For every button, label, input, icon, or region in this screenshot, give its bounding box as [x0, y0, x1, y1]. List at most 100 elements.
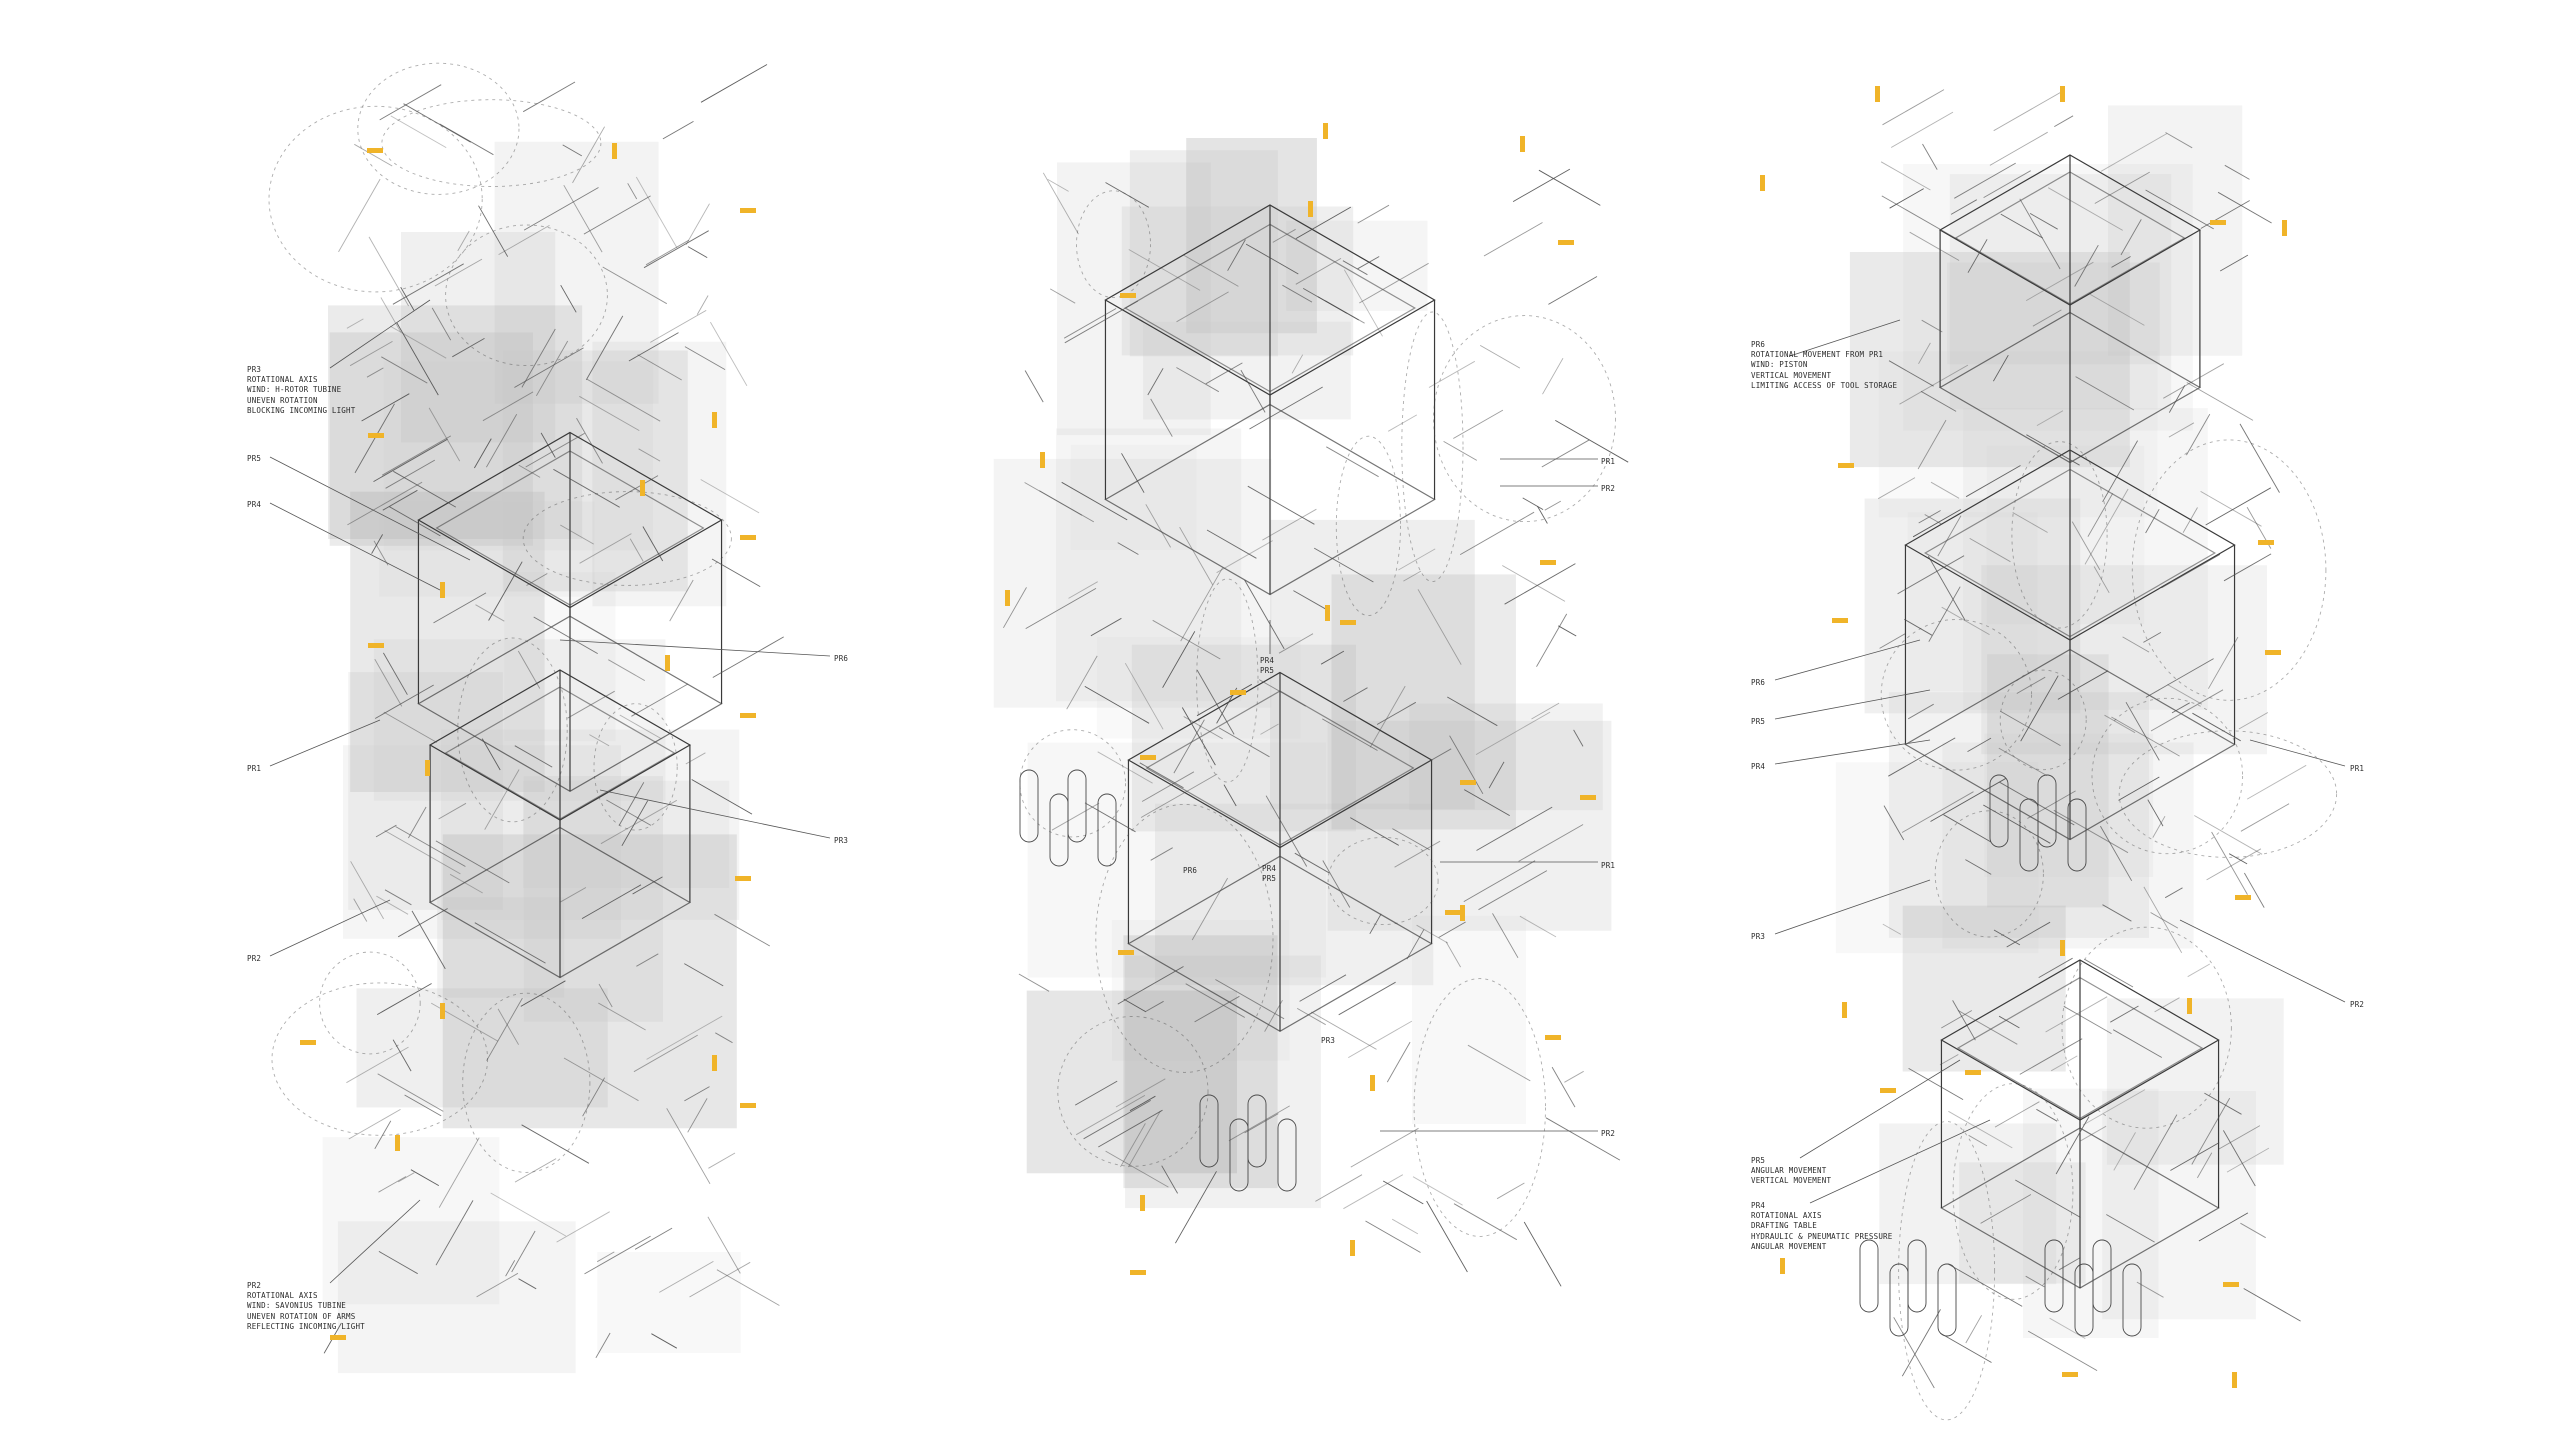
mechanism-stroke: [576, 417, 603, 464]
mechanism-stroke: [1293, 590, 1329, 612]
mechanism-stroke: [1322, 860, 1351, 908]
box-inner: [435, 450, 705, 606]
yellow-marker: [1460, 780, 1476, 785]
cylinder: [2044, 1239, 2064, 1313]
label-pr1: PR1: [247, 764, 262, 773]
mechanism-stroke: [2125, 701, 2160, 761]
mechanism-stroke: [1993, 354, 2009, 382]
paper-sheet: [437, 897, 565, 998]
mechanism-stroke: [484, 769, 520, 830]
mechanism-stroke: [586, 378, 661, 422]
leader-line: [559, 639, 831, 657]
label-c3-pr6: PR6: [1751, 678, 1766, 687]
mechanism-stroke: [600, 799, 678, 845]
mechanism-stroke: [1369, 685, 1406, 748]
mechanism-stroke: [2164, 887, 2183, 899]
mechanism-stroke: [643, 230, 709, 269]
mechanism-stroke: [1564, 1070, 1584, 1083]
mechanism-stroke: [374, 658, 403, 707]
mechanism-stroke: [2057, 670, 2109, 700]
mechanism-stroke: [579, 395, 640, 431]
mechanism-stroke: [1904, 618, 1933, 636]
mechanism-stroke: [2143, 632, 2162, 643]
mechanism-stroke: [2133, 1114, 2178, 1190]
label-line: WIND: PISTON: [1751, 360, 1808, 370]
mechanism-stroke: [523, 187, 599, 231]
mechanism-stroke: [556, 1211, 610, 1243]
mechanism-stroke: [2020, 675, 2059, 742]
mechanism-stroke: [684, 1086, 710, 1102]
label-pr5: PR5: [247, 454, 262, 463]
mechanism-stroke: [1504, 563, 1576, 605]
yellow-marker: [740, 713, 756, 718]
mechanism-stroke: [1538, 169, 1601, 206]
mechanism-stroke: [633, 1034, 698, 1073]
mechanism-stroke: [2161, 553, 2221, 589]
mechanism-stroke: [1968, 1134, 1988, 1147]
mechanism-stroke: [1519, 915, 1557, 938]
mechanism-stroke: [2186, 413, 2211, 456]
mechanism-stroke: [711, 558, 761, 587]
label-line: ROTATIONAL AXIS: [1751, 1211, 1822, 1221]
mechanism-stroke: [498, 225, 550, 255]
mechanism-stroke: [533, 616, 598, 654]
mechanism-stroke: [1183, 254, 1239, 287]
mechanism-stroke: [366, 367, 384, 378]
label-line: ANGULAR MOVEMENT: [1751, 1166, 1827, 1176]
mechanism-stroke: [346, 318, 364, 329]
mechanism-stroke: [579, 533, 632, 564]
label-c2-pr1: PR1: [1601, 457, 1616, 466]
paper-sheet: [2106, 998, 2284, 1165]
mechanism-stroke: [1098, 1109, 1163, 1148]
label-c3-pr3: PR3: [1751, 932, 1766, 941]
mechanism-stroke: [2026, 434, 2080, 466]
yellow-marker: [1118, 950, 1134, 955]
mechanism-stroke: [596, 1251, 615, 1263]
mechanism-stroke: [1947, 1263, 2023, 1307]
paper-sheet: [322, 1137, 500, 1305]
yellow-marker: [2060, 86, 2065, 102]
mechanism-stroke: [1025, 588, 1097, 629]
mechanism-stroke: [371, 534, 383, 554]
rotation-arc: [522, 491, 732, 586]
mechanism-stroke: [619, 714, 662, 740]
mechanism-stroke: [2000, 213, 2044, 239]
rotation-arc: [268, 105, 483, 293]
mechanism-stroke: [559, 887, 587, 903]
mechanism-stroke: [1152, 619, 1221, 660]
mechanism-stroke: [2100, 133, 2168, 172]
mechanism-stroke: [2104, 714, 2136, 734]
mechanism-stroke: [397, 908, 448, 938]
yellow-marker: [2223, 1282, 2239, 1287]
rotation-arc: [1952, 1083, 2074, 1300]
mechanism-stroke: [2027, 1330, 2098, 1371]
mechanism-stroke: [1438, 921, 1466, 938]
mechanism-stroke: [1240, 369, 1266, 413]
mechanism-stroke: [1315, 1174, 1363, 1202]
cylinder: [1097, 793, 1117, 867]
mechanism-stroke: [1922, 143, 1938, 170]
mechanism-stroke: [1939, 1054, 1959, 1066]
label-pr2: PR2: [247, 954, 262, 963]
mechanism-stroke: [1930, 777, 2007, 822]
cylinders-c3-lower: [1859, 1239, 1957, 1337]
mechanism-stroke: [1965, 465, 2021, 498]
yellow-marker: [2210, 220, 2226, 225]
paper-sheet: [1270, 519, 1475, 810]
mechanism-stroke: [1282, 284, 1313, 303]
mechanism-stroke: [1218, 727, 1270, 758]
label-line: VERTICAL MOVEMENT: [1751, 370, 1832, 380]
mechanism-stroke: [1412, 1176, 1463, 1206]
mechanism-stroke: [572, 126, 605, 184]
yellow-marker: [665, 655, 670, 671]
mechanism-stroke: [392, 263, 464, 305]
yellow-marker: [1340, 620, 1356, 625]
mechanism-stroke: [2147, 799, 2164, 827]
paper-sheet: [343, 745, 621, 939]
mechanism-stroke: [1965, 1315, 1982, 1344]
yellow-marker: [1540, 560, 1556, 565]
mechanism-stroke: [1889, 188, 1924, 209]
mechanism-stroke: [582, 1077, 605, 1117]
